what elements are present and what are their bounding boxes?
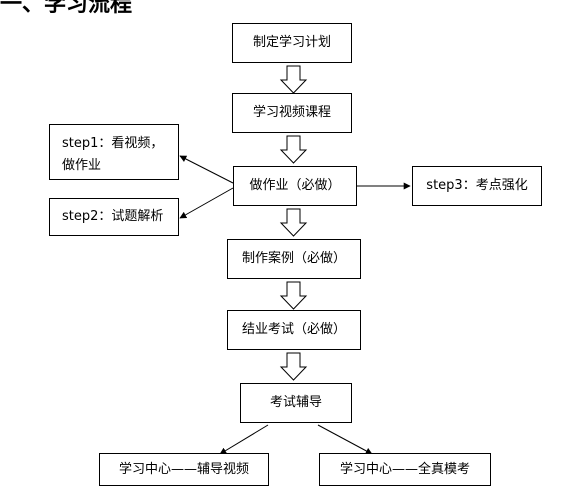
hollow-arrow-case-to-exam bbox=[279, 281, 308, 310]
node-center-video: 学习中心——辅导视频 bbox=[99, 453, 269, 486]
node-homework: 做作业（必做） bbox=[233, 166, 357, 206]
hollow-arrow-exam-to-tutor bbox=[279, 352, 308, 381]
arrow-tutor-to-center-video bbox=[219, 424, 269, 455]
node-exam-tutoring: 考试辅导 bbox=[240, 383, 352, 423]
node-step1: step1：看视频， 做作业 bbox=[49, 124, 179, 180]
node-center-mock: 学习中心——全真模考 bbox=[319, 453, 491, 486]
hollow-arrow-homework-to-case bbox=[279, 208, 308, 237]
step1-line1: step1：看视频， bbox=[62, 136, 164, 151]
step1-text: step1：看视频， 做作业 bbox=[62, 133, 163, 177]
arrow-homework-to-step1 bbox=[179, 155, 234, 184]
arrow-homework-to-step2 bbox=[179, 187, 234, 219]
node-case-study: 制作案例（必做） bbox=[227, 239, 361, 279]
arrow-tutor-to-center-mock bbox=[317, 424, 373, 455]
node-video-course: 学习视频课程 bbox=[232, 93, 352, 133]
node-study-plan: 制定学习计划 bbox=[232, 23, 352, 63]
node-step2: step2：试题解析 bbox=[49, 198, 179, 236]
step1-line2: 做作业 bbox=[62, 158, 102, 173]
node-step3: step3：考点强化 bbox=[412, 166, 542, 206]
node-final-exam: 结业考试（必做） bbox=[227, 310, 361, 350]
hollow-arrow-video-to-homework bbox=[279, 135, 308, 164]
flowchart-heading: 一、学习流程 bbox=[0, 0, 133, 17]
hollow-arrow-plan-to-video bbox=[279, 65, 308, 94]
